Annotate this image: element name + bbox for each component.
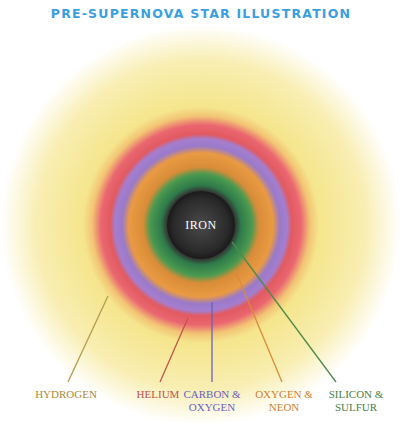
layer-label: CARBON & OXYGEN — [181, 388, 243, 414]
core-label: IRON — [185, 218, 216, 233]
leader-line — [68, 296, 108, 382]
diagram-title: PRE-SUPERNOVA STAR ILLUSTRATION — [51, 6, 351, 21]
leader-lines — [68, 242, 336, 382]
leader-line — [232, 242, 336, 382]
leader-line — [211, 302, 212, 382]
layer-label: HELIUM — [128, 388, 188, 401]
leader-line — [160, 318, 188, 382]
layer-label: HYDROGEN — [26, 388, 106, 401]
iron-core: IRON — [166, 190, 236, 260]
star-layers — [1, 25, 401, 425]
leader-line — [236, 272, 282, 382]
layer-label: SILICON & SULFUR — [323, 388, 389, 414]
core-circle — [167, 191, 235, 259]
layer-label: OXYGEN & NEON — [253, 388, 315, 414]
